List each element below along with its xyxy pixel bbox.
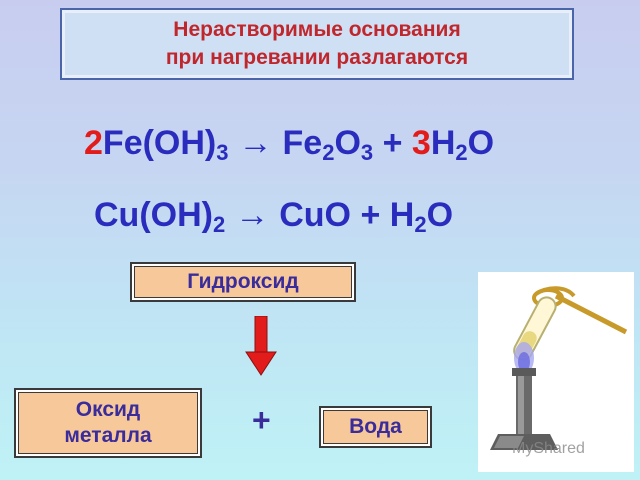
oxide-line-2: металла — [64, 424, 152, 447]
eq1-product2-b: O — [467, 124, 495, 162]
watermark: MyShared — [512, 440, 585, 457]
title-line-1: Нерастворимые основания — [173, 18, 461, 41]
equation-iron-hydroxide: 2Fe(OH)3→Fe2O3 + 3H2O — [84, 124, 495, 165]
burner-test-tube-icon — [490, 286, 628, 450]
eq2-plus: + — [360, 196, 381, 234]
eq1-reactant-subscript: 3 — [216, 140, 229, 165]
eq1-plus: + — [382, 124, 403, 162]
eq1-product1-sub2: 3 — [360, 140, 374, 165]
title-box: Нерастворимые основания при нагревании р… — [60, 8, 574, 80]
eq2-reactant-subscript: 2 — [212, 212, 226, 237]
eq2-product2-sub: 2 — [414, 212, 427, 237]
eq1-arrow: → — [238, 124, 273, 162]
down-arrow-icon — [245, 316, 277, 376]
oxide-line-1: Оксид — [75, 398, 141, 421]
eq1-product2-a: H — [430, 124, 456, 162]
scheme-plus: + — [252, 402, 271, 438]
title-line-2: при нагревании разлагаются — [165, 46, 469, 69]
eq2-product2-b: O — [426, 196, 454, 234]
hydroxide-box: Гидроксид — [130, 262, 356, 302]
eq1-coefficient-1: 2 — [84, 124, 103, 162]
eq2-product1: CuO — [279, 196, 351, 234]
eq1-product1-a: Fe — [282, 124, 323, 162]
eq2-arrow: → — [235, 196, 270, 234]
eq1-reactant: Fe(OH) — [102, 124, 217, 162]
water-box: Вода — [319, 406, 432, 448]
lab-illustration — [478, 272, 634, 472]
metal-oxide-box: Оксид металла — [14, 388, 202, 458]
eq1-product2-sub: 2 — [455, 140, 468, 165]
eq1-product1-b: O — [334, 124, 361, 162]
eq2-reactant: Cu(OH) — [94, 196, 213, 234]
eq2-product2-a: H — [389, 196, 415, 234]
equation-copper-hydroxide: Cu(OH)2→CuO + H2O — [94, 196, 454, 237]
eq1-product1-sub1: 2 — [322, 140, 335, 165]
eq1-coefficient-2: 3 — [411, 124, 431, 162]
